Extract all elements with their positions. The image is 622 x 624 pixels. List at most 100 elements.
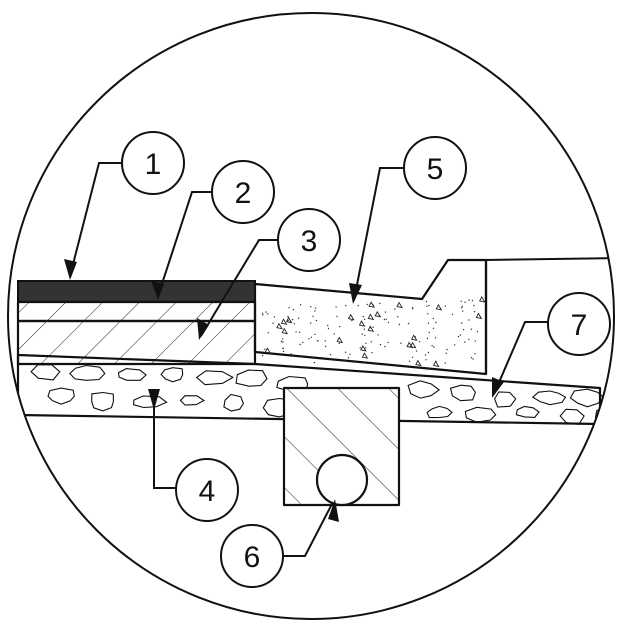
concrete-speckle xyxy=(468,338,470,340)
concrete-speckle xyxy=(398,323,401,326)
aggregate-mark xyxy=(479,296,486,303)
callout-1-label: 1 xyxy=(145,148,162,181)
layer-1-membrane xyxy=(17,280,256,303)
gravel-stone xyxy=(69,364,106,381)
concrete-speckle xyxy=(365,347,367,349)
concrete-speckle xyxy=(427,322,430,324)
concrete-speckle xyxy=(273,316,276,318)
gravel-stone xyxy=(493,391,517,408)
aggregate-mark xyxy=(396,301,403,309)
gravel-stone xyxy=(91,391,114,412)
gravel-stone xyxy=(160,367,184,383)
concrete-speckle xyxy=(297,317,300,319)
callout-arrowheads xyxy=(64,259,504,522)
concrete-speckle xyxy=(290,353,292,355)
concrete-speckle xyxy=(432,317,434,320)
concrete-speckle xyxy=(385,318,387,320)
concrete-speckle xyxy=(426,305,428,307)
concrete-speckle xyxy=(468,319,470,321)
concrete-speckle xyxy=(327,324,329,327)
concrete-speckle xyxy=(280,340,283,343)
concrete-speckle xyxy=(329,354,332,356)
drain-pipe xyxy=(315,453,369,507)
concrete-speckle xyxy=(471,299,474,302)
aggregate-mark xyxy=(432,360,440,368)
concrete-speckle xyxy=(397,316,399,318)
concrete-speckle xyxy=(433,346,435,348)
layer-3-slab xyxy=(16,319,257,366)
concrete-speckle xyxy=(384,311,387,313)
gravel-stone xyxy=(531,390,567,406)
concrete-speckle xyxy=(288,307,290,309)
concrete-speckle xyxy=(387,341,389,344)
concrete-speckle xyxy=(379,315,381,318)
concrete-speckle xyxy=(431,345,433,347)
concrete-speckle xyxy=(470,357,473,359)
concrete-speckle xyxy=(384,345,386,348)
gravel-stone xyxy=(426,405,453,419)
concrete-speckle xyxy=(265,311,267,313)
concrete-speckle xyxy=(324,340,326,342)
aggregate-mark xyxy=(361,352,369,359)
callout-5-label: 5 xyxy=(427,153,444,186)
concrete-speckle xyxy=(411,307,414,309)
concrete-speckle xyxy=(298,331,301,333)
callout-7-label: 7 xyxy=(571,309,588,342)
concrete-speckle xyxy=(261,312,264,315)
concrete-speckle xyxy=(400,342,402,344)
concrete-speckle xyxy=(428,331,430,334)
callout-2-label: 2 xyxy=(235,177,252,210)
concrete-speckle xyxy=(451,313,454,315)
concrete-speckle xyxy=(314,310,316,312)
concrete-speckle xyxy=(474,340,476,342)
concrete-speckle xyxy=(264,348,266,350)
gravel-stone xyxy=(407,380,441,399)
concrete-speckle xyxy=(291,318,294,321)
concrete-speckle xyxy=(335,306,337,308)
concrete-speckle xyxy=(425,300,428,303)
concrete-speckle xyxy=(343,360,346,362)
aggregate-mark xyxy=(435,303,443,311)
concrete-speckle xyxy=(383,318,386,321)
gravel-stone xyxy=(47,387,75,405)
concrete-speckle xyxy=(267,313,269,315)
gravel-stone xyxy=(559,408,585,425)
aggregate-mark xyxy=(276,322,283,330)
concrete-speckle xyxy=(363,318,366,320)
callout-2: 2 xyxy=(211,160,275,224)
concrete-speckle xyxy=(387,321,390,324)
concrete-speckle xyxy=(379,302,381,305)
callout-leaders xyxy=(69,162,549,557)
concrete-speckle xyxy=(282,338,284,340)
callout-4: 4 xyxy=(175,458,239,522)
callout-3: 3 xyxy=(277,208,341,272)
concrete-speckle xyxy=(363,328,365,330)
callout-6-label: 6 xyxy=(244,541,261,574)
concrete-speckle xyxy=(369,327,371,329)
concrete-speckle xyxy=(457,335,460,338)
concrete-speckle xyxy=(473,311,476,313)
concrete-speckle xyxy=(444,362,446,364)
concrete-speckle xyxy=(464,301,466,303)
concrete-speckle xyxy=(460,307,463,309)
aggregate-mark xyxy=(409,341,417,349)
concrete-speckle xyxy=(325,345,327,348)
concrete-speckle xyxy=(462,329,465,331)
gravel-stone xyxy=(223,393,245,412)
drain-box xyxy=(282,386,401,507)
concrete-speckle xyxy=(338,342,340,345)
concrete-speckle xyxy=(282,347,285,349)
gravel-stone xyxy=(594,405,614,423)
concrete-speckle xyxy=(412,308,414,310)
concrete-speckle xyxy=(261,354,264,357)
concrete-speckle xyxy=(357,305,359,307)
concrete-speckle xyxy=(295,331,297,333)
concrete-speckle xyxy=(317,340,319,342)
gravel-stone xyxy=(235,369,268,387)
concrete-speckle xyxy=(308,338,310,340)
callout-6: 6 xyxy=(220,524,284,588)
concrete-speckle xyxy=(379,343,382,346)
aggregate-mark xyxy=(280,318,288,325)
concrete-speckle xyxy=(459,334,462,336)
